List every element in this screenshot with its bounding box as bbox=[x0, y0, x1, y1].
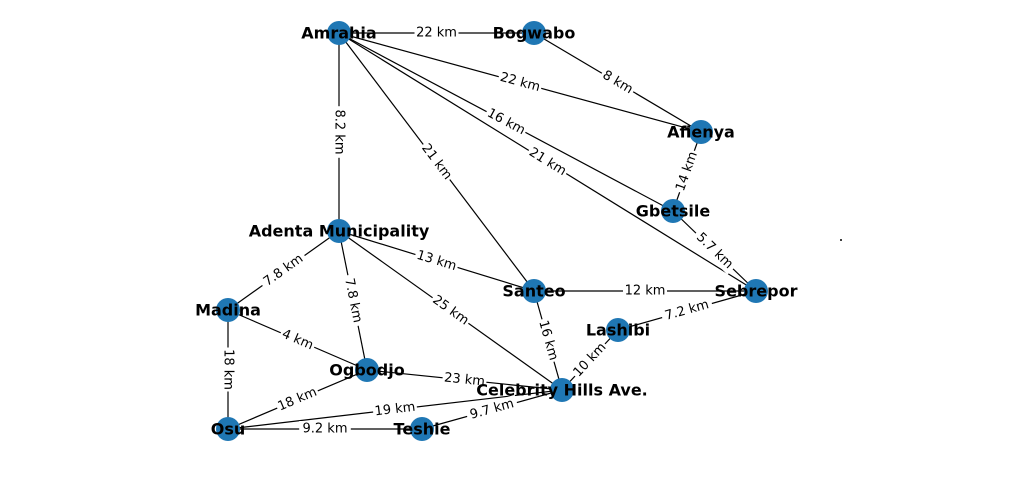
edge-label-background bbox=[331, 106, 347, 158]
edge-label-text: 22 km bbox=[498, 70, 541, 95]
edge-label-adenta-celebrity: 25 km bbox=[427, 291, 474, 330]
edge-label-background bbox=[220, 347, 236, 392]
edge-label-text: 22 km bbox=[416, 26, 457, 41]
edge-label-background bbox=[659, 295, 715, 326]
edge-label-background bbox=[257, 249, 310, 292]
edge-label-lashibi-celebrity: 10 km bbox=[569, 338, 611, 382]
node-label-teshie: Teshie bbox=[394, 420, 451, 439]
node-label-afienya: Afienya bbox=[667, 123, 735, 142]
edge-label-text: 14 km bbox=[673, 150, 701, 194]
edge-label-madina-osu: 18 km bbox=[220, 347, 236, 392]
edge-label-text: 18 km bbox=[276, 385, 319, 415]
edge-label-text: 16 km bbox=[484, 106, 527, 138]
edge-label-gbetsile-sebrepor: 5.7 km bbox=[690, 227, 739, 275]
node-label-adenta: Adenta Municipality bbox=[249, 222, 430, 241]
edge-label-background bbox=[672, 148, 702, 195]
node-label-lashibi: Lashibi bbox=[586, 321, 650, 340]
edge-label-text: 7.8 km bbox=[261, 251, 306, 289]
edge-label-text: 7.8 km bbox=[341, 277, 365, 324]
node-label-osu: Osu bbox=[211, 420, 246, 439]
node-label-madina: Madina bbox=[195, 301, 261, 320]
node-label-sebrepor: Sebrepor bbox=[715, 282, 798, 301]
edge-label-text: 25 km bbox=[430, 293, 472, 329]
node-afienya bbox=[689, 120, 713, 144]
edge-label-background bbox=[413, 246, 460, 276]
edge-label-text: 8 km bbox=[600, 68, 636, 98]
edge-label-adenta-ogbodjo: 7.8 km bbox=[340, 273, 366, 328]
edge-label-amrahia-afienya: 22 km bbox=[496, 68, 544, 97]
edge-label-amrahia-sebrepor: 21 km bbox=[524, 143, 571, 181]
edge-label-background bbox=[372, 399, 418, 420]
node-amrahia bbox=[327, 21, 351, 45]
edge-label-background bbox=[427, 291, 474, 330]
edge-label-madina-ogbodjo: 4 km bbox=[277, 325, 318, 355]
edge-label-amrahia-santeo: 21 km bbox=[416, 139, 457, 185]
edge-label-amrahia-gbetsile: 16 km bbox=[482, 104, 530, 140]
edge-label-background bbox=[569, 338, 611, 382]
node-gbetsile bbox=[661, 199, 685, 223]
edge-label-text: 9.2 km bbox=[303, 422, 348, 437]
edge-label-adenta-santeo: 13 km bbox=[413, 246, 460, 276]
node-celebrity bbox=[550, 378, 574, 402]
edge-label-text: 10 km bbox=[571, 340, 610, 380]
edge-label-bogwabo-afienya: 8 km bbox=[597, 66, 638, 99]
edge-label-background bbox=[524, 143, 571, 181]
edge-label-text: 19 km bbox=[374, 400, 416, 420]
node-teshie bbox=[410, 417, 434, 441]
node-label-celebrity: Celebrity Hills Ave. bbox=[476, 381, 648, 400]
edge-label-background bbox=[534, 317, 562, 364]
edge-label-adenta-madina: 7.8 km bbox=[257, 249, 310, 292]
edge-label-background bbox=[414, 25, 459, 41]
node-sebrepor bbox=[744, 279, 768, 303]
edge-label-background bbox=[274, 383, 321, 416]
node-osu bbox=[216, 417, 240, 441]
edge-label-santeo-celebrity: 16 km bbox=[534, 317, 562, 364]
edge-label-ogbodjo-osu: 18 km bbox=[274, 383, 321, 416]
edge-label-sebrepor-lashibi: 7.2 km bbox=[659, 295, 715, 326]
edge-label-background bbox=[623, 283, 667, 299]
nodes-layer bbox=[216, 21, 768, 441]
edge-label-amrahia-adenta: 8.2 km bbox=[331, 106, 347, 158]
edge-label-background bbox=[416, 139, 457, 185]
edge-label-background bbox=[464, 394, 520, 425]
edge-label-osu-celebrity: 19 km bbox=[372, 399, 418, 420]
node-adenta bbox=[327, 219, 351, 243]
node-label-ogbodjo: Ogbodjo bbox=[329, 361, 404, 380]
edge-label-santeo-sebrepor: 12 km bbox=[623, 283, 667, 299]
edge-label-background bbox=[496, 68, 544, 97]
node-santeo bbox=[522, 279, 546, 303]
edge-label-background bbox=[299, 421, 351, 437]
edge-label-text: 23 km bbox=[443, 370, 485, 389]
edge-label-background bbox=[340, 273, 366, 328]
edge-label-text: 18 km bbox=[221, 349, 236, 390]
edge-label-background bbox=[277, 325, 318, 355]
node-label-gbetsile: Gbetsile bbox=[636, 202, 711, 221]
edge-label-text: 13 km bbox=[415, 248, 458, 274]
edge-label-amrahia-bogwabo: 22 km bbox=[414, 25, 459, 41]
edge-label-text: 8.2 km bbox=[332, 110, 347, 155]
node-label-amrahia: Amrahia bbox=[301, 24, 376, 43]
node-madina bbox=[216, 298, 240, 322]
edge-label-text: 16 km bbox=[535, 319, 561, 362]
edge-label-afienya-gbetsile: 14 km bbox=[672, 148, 702, 195]
node-lashibi bbox=[606, 318, 630, 342]
edge-label-osu-teshie: 9.2 km bbox=[299, 421, 351, 437]
edge-label-background bbox=[482, 104, 530, 140]
edge-label-text: 12 km bbox=[625, 284, 666, 299]
node-bogwabo bbox=[522, 21, 546, 45]
stray-dot bbox=[840, 239, 842, 241]
node-label-santeo: Santeo bbox=[502, 282, 565, 301]
edge-label-background bbox=[597, 66, 638, 99]
edge-label-text: 7.2 km bbox=[663, 297, 710, 324]
node-ogbodjo bbox=[355, 358, 379, 382]
edge-label-ogbodjo-celebrity: 23 km bbox=[441, 369, 488, 391]
edge-label-text: 21 km bbox=[418, 141, 455, 183]
edge-label-text: 4 km bbox=[280, 327, 316, 354]
node-label-bogwabo: Bogwabo bbox=[493, 24, 576, 43]
edge-label-background bbox=[441, 369, 488, 391]
edge-label-background bbox=[690, 227, 739, 275]
